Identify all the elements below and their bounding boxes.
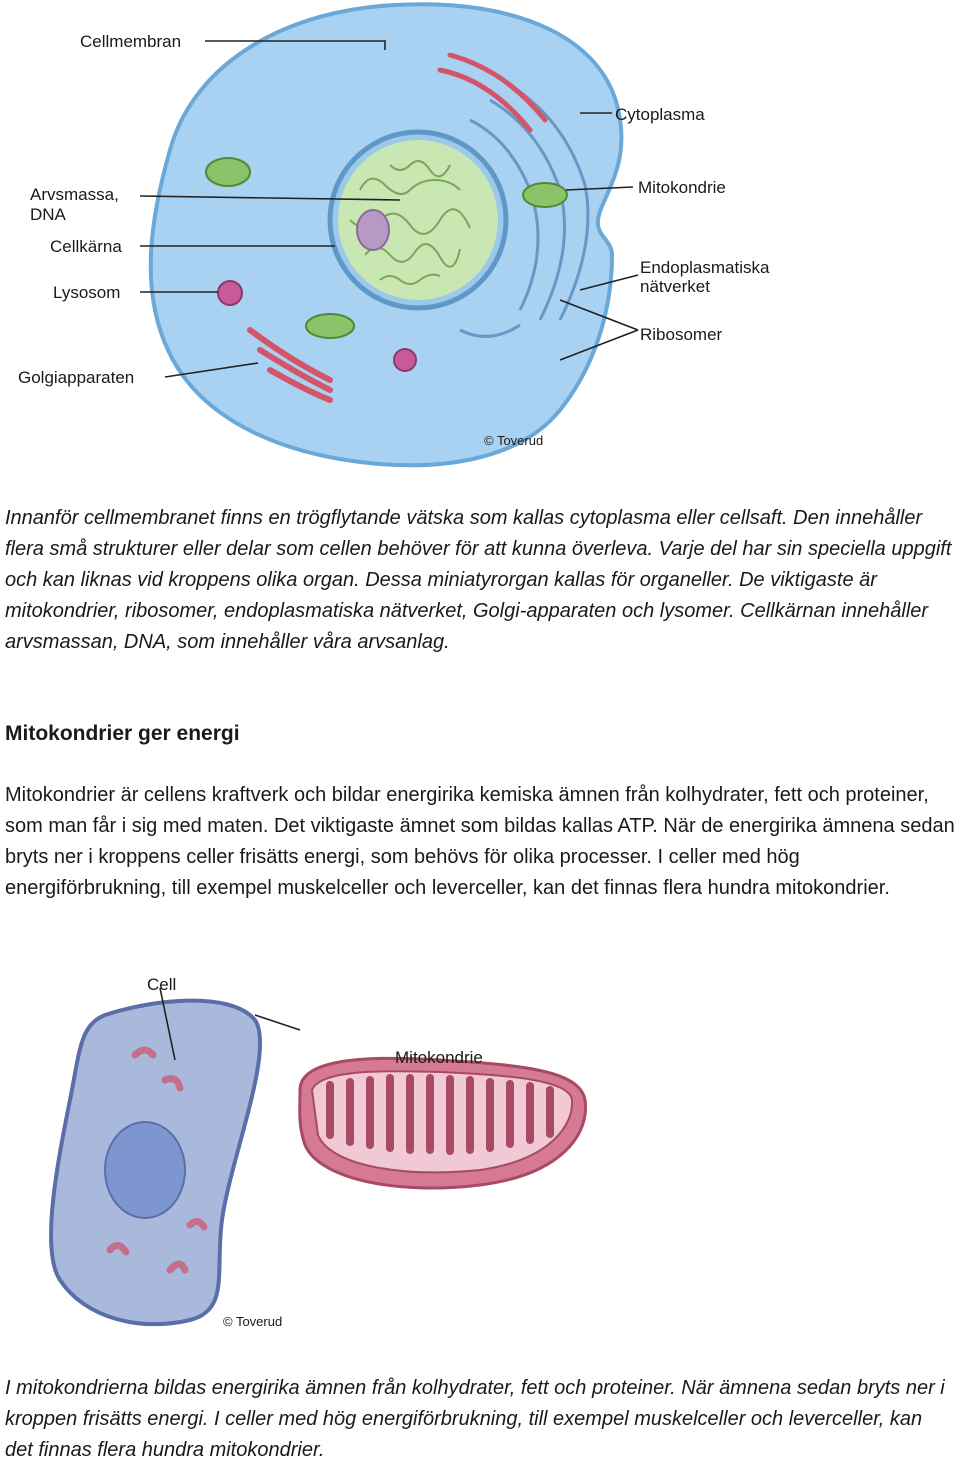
- copyright: © Toverud: [484, 433, 543, 448]
- golgi-apparatus: [247, 327, 333, 403]
- label-ribosomer: Ribosomer: [640, 325, 723, 344]
- nucleolus: [356, 209, 390, 251]
- dna-chromatin: [349, 160, 471, 285]
- lysosome: [393, 348, 417, 372]
- mitochondrion-diagram: Cell Mitokondrie © Toverud: [49, 975, 588, 1329]
- label-mitokondrie-2: Mitokondrie: [395, 1048, 483, 1067]
- label-golgiapparaten: Golgiapparaten: [18, 368, 134, 387]
- mitochondrion: [522, 182, 568, 208]
- label-cellmembran: Cellmembran: [80, 32, 181, 51]
- mitochondrion: [305, 313, 355, 339]
- cell-diagram: Cellmembran Cytoplasma Mitokondrie Arvsm…: [18, 2, 770, 468]
- label-cytoplasma: Cytoplasma: [615, 105, 705, 124]
- label-mitokondrie: Mitokondrie: [638, 178, 726, 197]
- copyright-2: © Toverud: [223, 1314, 282, 1329]
- label-cellkarna: Cellkärna: [50, 237, 122, 256]
- cell-nucleus: [104, 1121, 186, 1219]
- label-lysosom: Lysosom: [53, 283, 120, 302]
- intro-paragraph: Innanför cellmembranet finns en trögflyt…: [5, 507, 952, 653]
- label-arvsmassa: Arvsmassa,: [30, 185, 119, 204]
- lysosome: [217, 280, 243, 306]
- small-mitochondria: [106, 1046, 208, 1274]
- mitochondrion: [205, 157, 251, 187]
- label-cell: Cell: [147, 975, 176, 994]
- body-paragraph: Mitokondrier är cellens kraftverk och bi…: [5, 784, 955, 899]
- label-dna: DNA: [30, 205, 67, 224]
- caption-paragraph: I mitokondrierna bildas energirika ämnen…: [5, 1377, 945, 1461]
- label-endoplasmatiska: Endoplasmatiska: [640, 258, 770, 277]
- label-natverket: nätverket: [640, 277, 710, 296]
- cristae: [326, 1074, 554, 1155]
- section-heading: Mitokondrier ger energi: [5, 722, 240, 745]
